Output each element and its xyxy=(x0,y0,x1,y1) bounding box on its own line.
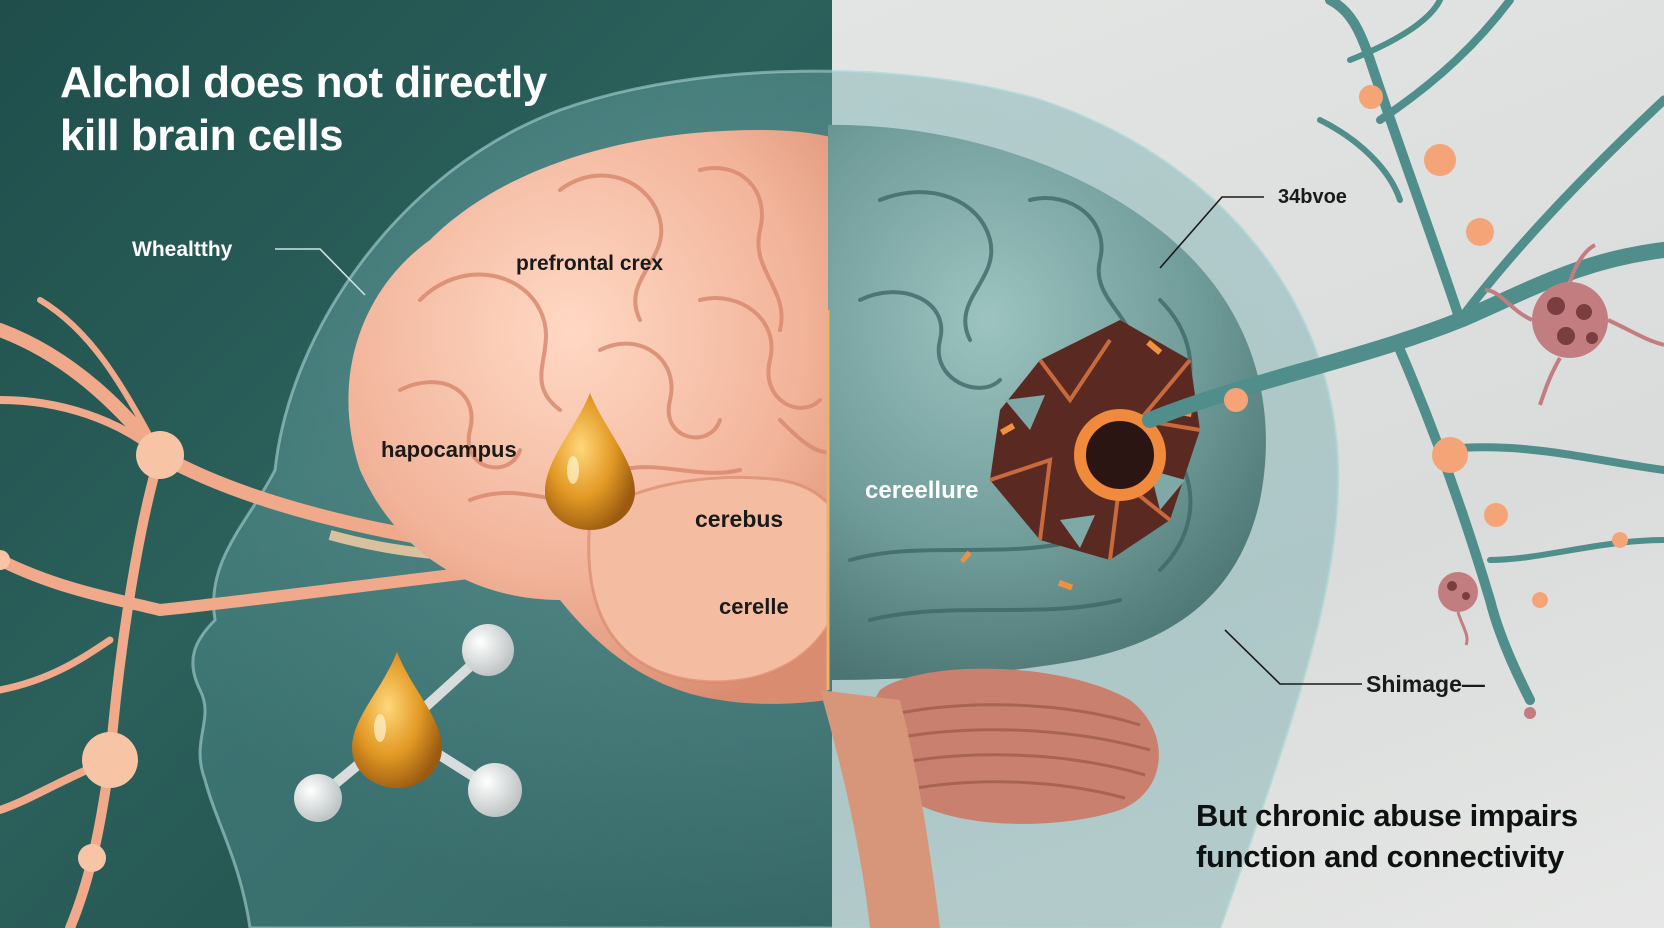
alcohol-drop-lower xyxy=(352,652,442,788)
damaged-nodes xyxy=(1224,85,1628,608)
label-cerebus: cerebus xyxy=(695,506,784,532)
label-cerellure: cereellure xyxy=(865,477,979,504)
brainstem xyxy=(820,690,940,928)
label-healthy: Whealtthy xyxy=(132,238,233,261)
leader-lines-right xyxy=(1159,196,1362,685)
healthy-nodes xyxy=(0,431,184,872)
label-cerelle: cerelle xyxy=(719,594,789,619)
headline: Alchol does not directly kill brain cell… xyxy=(60,56,547,162)
alcohol-drop-upper xyxy=(545,393,635,530)
damage-core xyxy=(1074,409,1166,501)
damaged-cell-large xyxy=(1484,243,1664,406)
label-top-right: 34bvoe xyxy=(1278,186,1347,208)
damaged-brain-half xyxy=(828,124,1266,680)
caption-line-1: But chronic abuse impairs xyxy=(1196,798,1578,833)
leader-lines-left xyxy=(275,248,366,296)
headline-line-1: Alchol does not directly xyxy=(60,58,547,107)
damaged-cell-small xyxy=(1438,572,1478,646)
headline-line-2: kill brain cells xyxy=(60,111,344,160)
damaged-cell-dot xyxy=(1524,707,1536,719)
label-damage: Shimage— xyxy=(1366,671,1485,697)
label-prefrontal-cortex: prefrontal crex xyxy=(516,252,664,275)
caption: But chronic abuse impairs function and c… xyxy=(1196,795,1578,877)
label-hippocampus: hapocampus xyxy=(381,437,517,462)
caption-line-2: function and connectivity xyxy=(1196,839,1564,874)
